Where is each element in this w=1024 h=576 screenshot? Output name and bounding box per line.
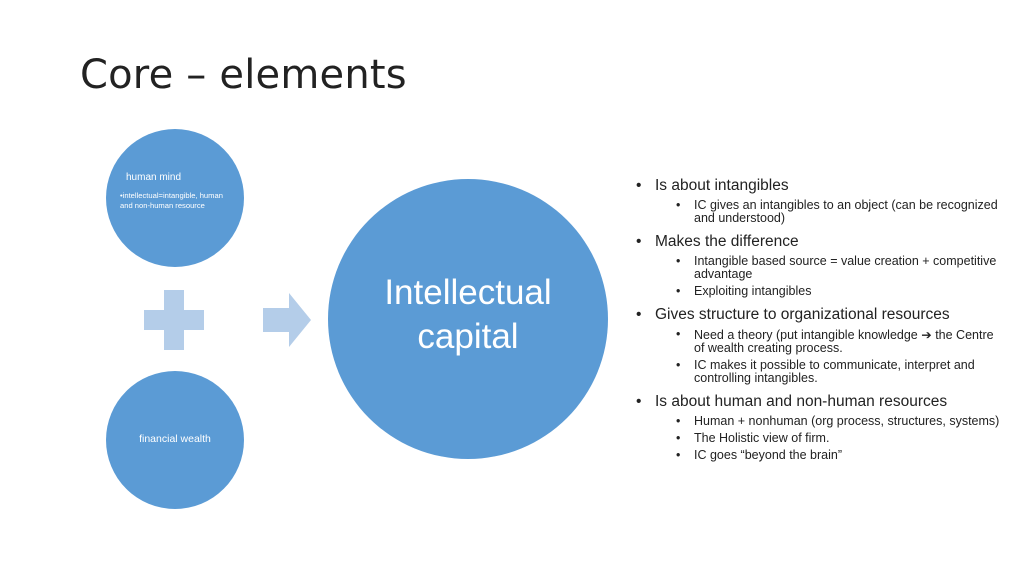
intellectual-capital-line1: Intellectual [384,273,552,312]
sub-bullet: Need a theory (put intangible knowledge … [676,328,1006,355]
slide-title: Core – elements [80,52,407,98]
bullet-structure: Gives structure to organizational resour… [636,305,1006,324]
intellectual-capital-line2: capital [417,317,519,356]
financial-wealth-label: financial wealth [139,433,211,445]
human-mind-title: human mind [126,172,182,183]
sub-bullet-text-start: Need a theory (put intangible knowledge [694,328,922,342]
bullet-resources: Is about human and non-human resources [636,392,1006,411]
human-mind-circle: human mind •intellectual=intangible, hum… [106,129,244,267]
sub-bullet: IC goes “beyond the brain” [676,449,1006,463]
human-mind-detail: •intellectual=intangible, human and non-… [120,191,223,210]
sub-bullet: The Holistic view of firm. [676,432,1006,446]
bullet-list: Is about intangibles IC gives an intangi… [636,172,1006,462]
financial-wealth-circle: financial wealth [106,371,244,509]
plus-icon [144,290,204,350]
intellectual-capital-circle: Intellectual capital [328,179,608,459]
arrow-right-icon [263,293,311,347]
sub-bullet: IC gives an intangibles to an object (ca… [676,199,1006,225]
bullet-difference: Makes the difference [636,232,1006,251]
intellectual-capital-label: Intellectual capital [348,271,588,359]
sub-bullet: IC makes it possible to communicate, int… [676,359,1006,385]
arrow-glyph: ➔ [921,327,932,342]
sub-bullet: Human + nonhuman (org process, structure… [676,415,1006,429]
bullet-intangibles: Is about intangibles [636,176,1006,195]
sub-bullet-text-end: the Centre of wealth creating process. [694,328,994,355]
sub-bullet: Intangible based source = value creation… [676,255,1006,281]
sub-bullet: Exploiting intangibles [676,285,1006,299]
